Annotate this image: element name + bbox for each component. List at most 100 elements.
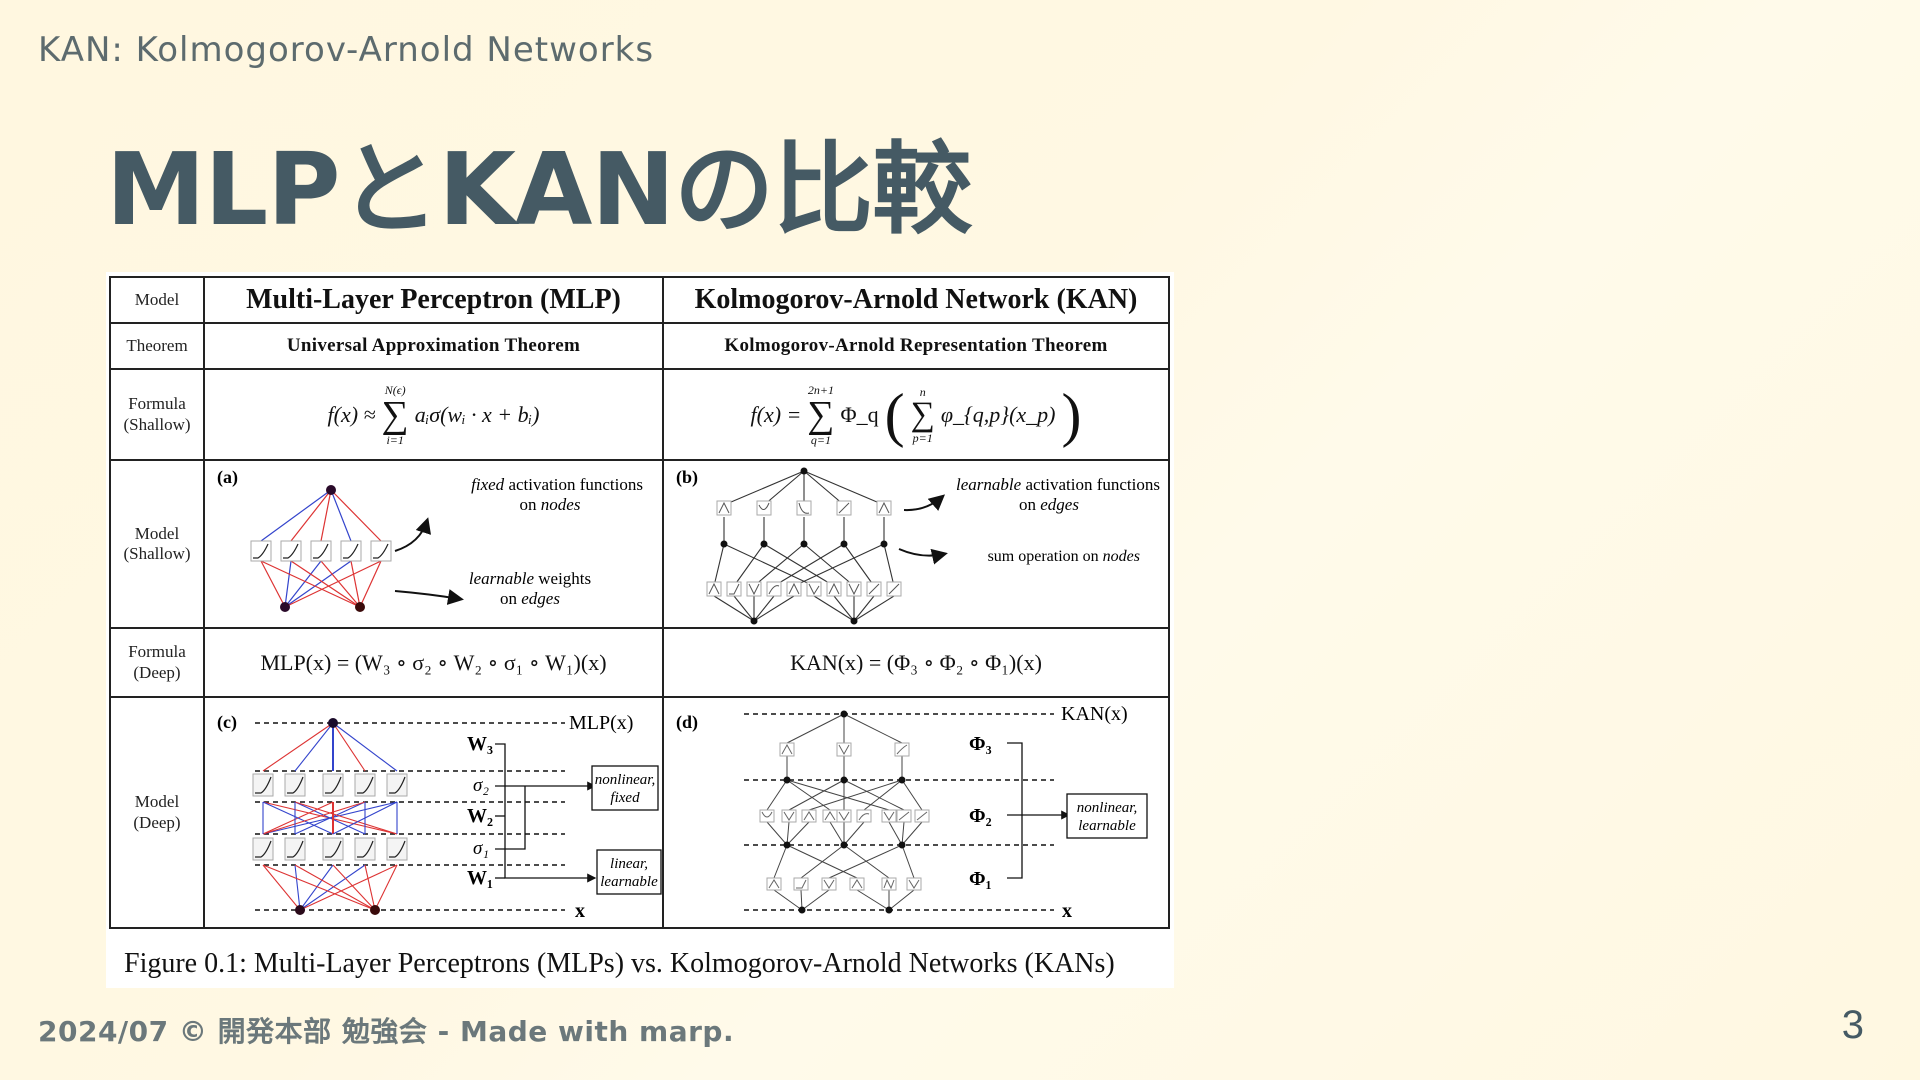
outer-function: Φ_q: [840, 401, 879, 427]
panel-d: (d) KAN(x) x Φ₃ Φ₂ Φ₁ nonlinear, learnab…: [664, 698, 1168, 927]
kan-shallow-diagram-cell: (b) learnable activation functions on ed…: [664, 461, 1168, 627]
sum-upper: 2n+1: [807, 382, 834, 397]
figure-caption: Figure 0.1: Multi-Layer Perceptrons (MLP…: [124, 948, 1115, 979]
mlp-deep-diagram-cell: (c) MLP(x) x W₃ σ₂ W₂ σ₁ W₁ nonlinear, f…: [205, 698, 664, 927]
mlp-name: Multi-Layer Perceptron (MLP): [246, 284, 621, 315]
box-nonlinear-text: nonlinear,: [595, 772, 655, 788]
row-formula-shallow: Formula(Shallow) f(x) ≈ N(ϵ) ∑ i=1 aᵢσ(w…: [111, 370, 1168, 461]
row-model-shallow: Model(Shallow): [111, 461, 1168, 629]
label-text: Model: [134, 289, 180, 309]
label-text: (Deep): [133, 662, 181, 682]
box-learnable-text: learnable: [1078, 818, 1136, 834]
panel-b: (b) learnable activation functions on ed…: [664, 461, 1168, 627]
mlp-shallow-formula: f(x) ≈ N(ϵ) ∑ i=1 aᵢσ(wᵢ · x + bᵢ): [328, 384, 540, 446]
panel-tag: (d): [676, 712, 698, 733]
layer-label-sigma2: σ₂: [473, 775, 489, 796]
formula-lhs: f(x) ≈: [327, 401, 376, 427]
annotation-fixed-activation: fixed activation functions: [471, 475, 643, 494]
box-fixed-text: fixed: [610, 790, 640, 806]
kan-deep-network-diagram: (d) KAN(x) x Φ₃ Φ₂ Φ₁ nonlinear, learnab…: [676, 703, 1148, 922]
mlp-theorem-cell: Universal Approximation Theorem: [205, 324, 664, 368]
formula-body: aᵢσ(wᵢ · x + bᵢ): [414, 401, 540, 427]
output-label: MLP(x): [569, 712, 633, 734]
mlp-deep-formula-cell: MLP(x) = (W₃ ∘ σ₂ ∘ W₂ ∘ σ₁ ∘ W₁)(x): [205, 629, 664, 696]
sum-lower: q=1: [810, 432, 831, 447]
sum-lower: i=1: [386, 432, 404, 447]
inner-function: φ_{q,p}(x_p): [940, 401, 1056, 427]
panel-tag: (b): [676, 467, 698, 488]
panel-tag: (a): [217, 467, 238, 488]
kan-deep-diagram-cell: (d) KAN(x) x Φ₃ Φ₂ Φ₁ nonlinear, learnab…: [664, 698, 1168, 927]
sum-upper: N(ϵ): [384, 382, 406, 397]
kan-shallow-network-diagram: (b) learnable activation functions on ed…: [676, 467, 1160, 625]
label-text: (Shallow): [123, 544, 191, 563]
mlp-shallow-diagram-cell: (a) fixed activation functions on nodes …: [205, 461, 664, 627]
slide-header: KAN: Kolmogorov-Arnold Networks: [38, 30, 655, 70]
outer-sum-symbol: 2n+1 ∑ q=1: [807, 382, 835, 447]
annotation-on-edges: on edges: [1019, 495, 1079, 514]
kan-deep-formula: KAN(x) = (Φ₃ ∘ Φ₂ ∘ Φ₁)(x): [790, 649, 1042, 675]
label-text: Formula: [128, 642, 186, 662]
layer-label-phi2: Φ₂: [969, 805, 992, 827]
slide-footer: 2024/07 © 開発本部 勉強会 - Made with marp.: [38, 1015, 735, 1048]
kan-name: Kolmogorov-Arnold Network (KAN): [694, 284, 1138, 315]
box-nonlinear-text: nonlinear,: [1077, 800, 1137, 816]
panel-a: (a) fixed activation functions on nodes …: [205, 461, 662, 627]
row-label-model-deep: Model(Deep): [111, 698, 205, 927]
input-label: x: [575, 900, 585, 922]
mlp-name-cell: Multi-Layer Perceptron (MLP): [205, 278, 664, 322]
layer-label-w2: W₂: [467, 805, 493, 827]
sum-lower: p=1: [912, 430, 933, 445]
row-label-theorem: Theorem: [111, 324, 205, 368]
mlp-theorem: Universal Approximation Theorem: [286, 335, 581, 356]
annotation-on-nodes: on nodes: [520, 495, 581, 514]
mlp-deep-network-diagram: (c) MLP(x) x W₃ σ₂ W₂ σ₁ W₁ nonlinear, f…: [217, 712, 662, 922]
slide-title: MLPとKANの比較: [106, 131, 972, 248]
mlp-shallow-network-diagram: (a) fixed activation functions on nodes …: [217, 467, 643, 612]
annotation-learnable-weights: learnable weights: [469, 569, 591, 588]
row-label-formula-deep: Formula(Deep): [111, 629, 205, 696]
mlp-shallow-formula-cell: f(x) ≈ N(ϵ) ∑ i=1 aᵢσ(wᵢ · x + bᵢ): [205, 370, 664, 459]
annotation-learnable-activation: learnable activation functions: [956, 475, 1160, 494]
kan-deep-formula-cell: KAN(x) = (Φ₃ ∘ Φ₂ ∘ Φ₁)(x): [664, 629, 1168, 696]
box-linear-text: linear,: [610, 856, 648, 872]
row-label-model-shallow: Model(Shallow): [111, 461, 205, 627]
layer-label-phi1: Φ₁: [969, 868, 992, 890]
kan-shallow-formula-cell: f(x) = 2n+1 ∑ q=1 Φ_q ( n ∑ p=1 φ_{q,p}(…: [664, 370, 1168, 459]
row-model: Model Multi-Layer Perceptron (MLP) Kolmo…: [111, 278, 1168, 324]
kan-shallow-formula: f(x) = 2n+1 ∑ q=1 Φ_q ( n ∑ p=1 φ_{q,p}(…: [750, 381, 1082, 448]
annotation-sum-on-nodes: sum operation on nodes: [988, 548, 1140, 565]
mlp-deep-formula: MLP(x) = (W₃ ∘ σ₂ ∘ W₂ ∘ σ₁ ∘ W₁)(x): [260, 649, 607, 675]
label-text: (Shallow): [123, 414, 191, 434]
label-text: Formula: [128, 394, 186, 414]
comparison-figure: Model Multi-Layer Perceptron (MLP) Kolmo…: [106, 272, 1174, 988]
row-label-formula-shallow: Formula(Shallow): [111, 370, 205, 459]
layer-label-w1: W₁: [467, 867, 493, 889]
row-label-model: Model: [111, 278, 205, 322]
kan-name-cell: Kolmogorov-Arnold Network (KAN): [664, 278, 1168, 322]
row-formula-deep: Formula(Deep) MLP(x) = (W₃ ∘ σ₂ ∘ W₂ ∘ σ…: [111, 629, 1168, 698]
layer-label-w3: W₃: [467, 733, 493, 755]
layer-label-phi3: Φ₃: [969, 733, 992, 755]
row-model-deep: Model(Deep): [111, 698, 1168, 927]
input-label: x: [1062, 900, 1072, 922]
label-text: Theorem: [126, 335, 188, 355]
row-theorem: Theorem Universal Approximation Theorem …: [111, 324, 1168, 370]
annotation-on-edges: on edges: [500, 589, 560, 608]
label-text: (Deep): [133, 812, 181, 832]
comparison-table: Model Multi-Layer Perceptron (MLP) Kolmo…: [109, 276, 1170, 929]
box-learnable-text: learnable: [600, 874, 658, 890]
label-text: Model: [134, 792, 180, 812]
sum-symbol: N(ϵ) ∑ i=1: [381, 382, 409, 447]
label-text: Model: [134, 523, 180, 543]
layer-label-sigma1: σ₁: [473, 838, 489, 859]
kan-theorem: Kolmogorov-Arnold Representation Theorem: [724, 335, 1108, 356]
panel-tag: (c): [217, 712, 237, 733]
output-label: KAN(x): [1061, 703, 1128, 725]
kan-theorem-cell: Kolmogorov-Arnold Representation Theorem: [664, 324, 1168, 368]
formula-lhs: f(x) =: [750, 401, 802, 427]
inner-sum-symbol: n ∑ p=1: [910, 384, 935, 445]
page-number: 3: [1841, 1003, 1864, 1047]
panel-c: (c) MLP(x) x W₃ σ₂ W₂ σ₁ W₁ nonlinear, f…: [205, 698, 662, 927]
sum-upper: n: [919, 384, 926, 399]
